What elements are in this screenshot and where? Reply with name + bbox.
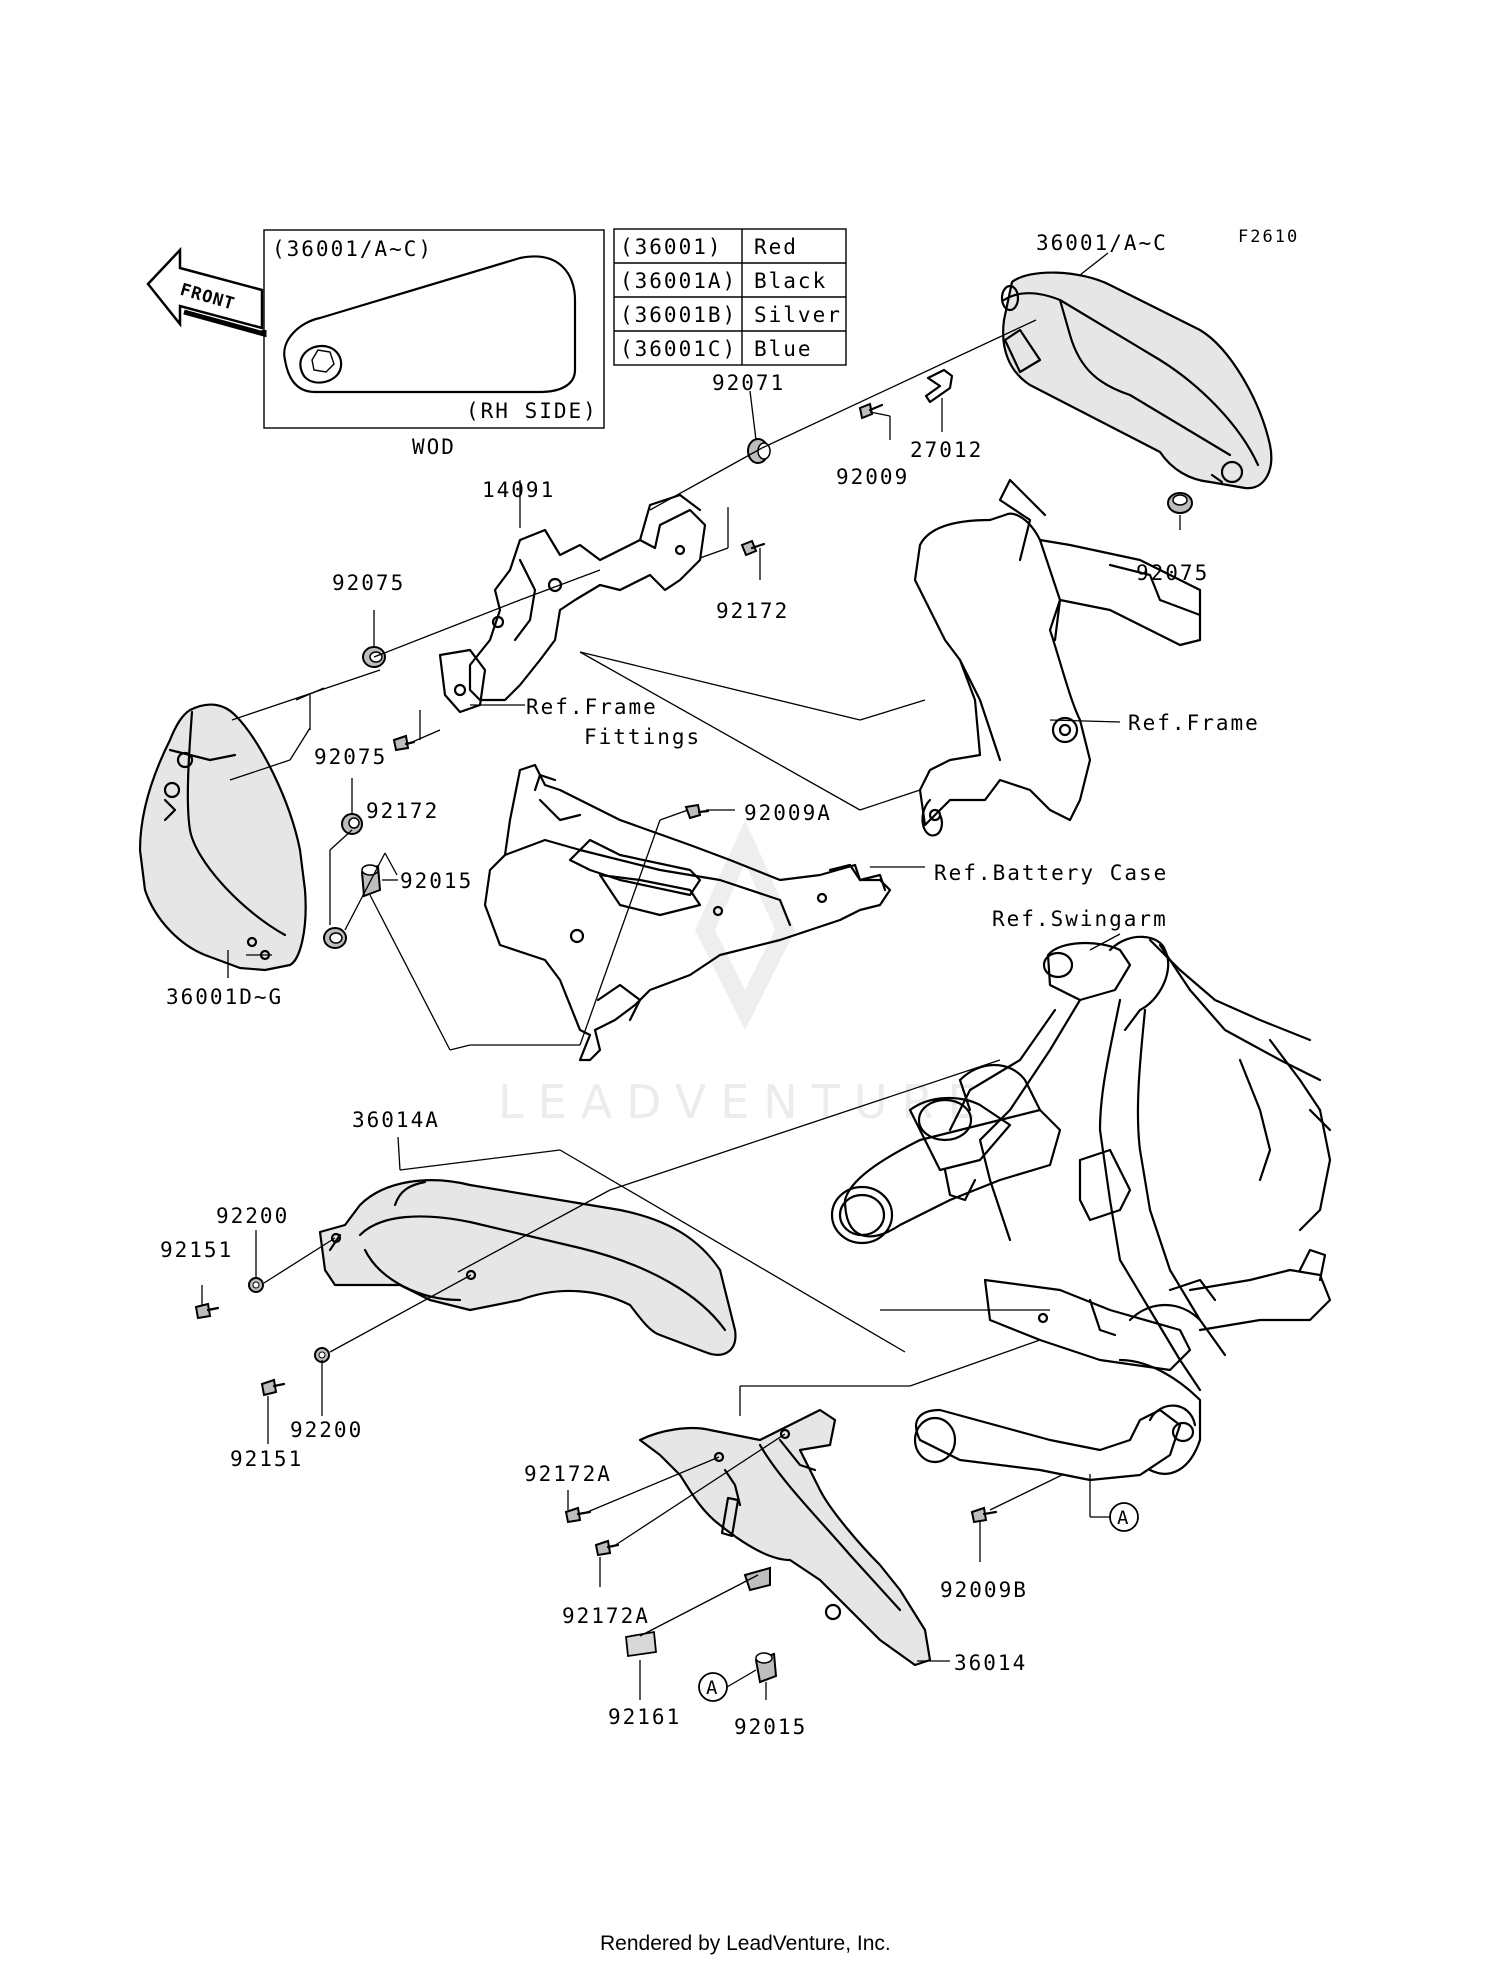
part-label-36001-ac: 36001/A~C [1036,231,1168,255]
part-label-92151-upper: 92151 [160,1238,233,1262]
part-label-92075-right: 92075 [1136,561,1209,585]
inset-caption: WOD [412,435,456,459]
color-table-color: Blue [754,337,813,361]
color-table-part: (36001B) [620,303,737,327]
bolt-92172-upper-icon [740,539,766,557]
part-label-36001-dg: 36001D~G [166,985,283,1009]
part-label-92009: 92009 [836,465,909,489]
bolt-92172a-upper-icon [564,1506,592,1524]
ref-label-battery-case: Ref.Battery Case [934,861,1168,885]
color-table-color: Black [754,269,827,293]
watermark: LEADVENTURE [498,820,991,1129]
part-label-92071: 92071 [712,371,785,395]
grommet-92071-icon [747,438,771,464]
ref-label-swingarm: Ref.Swingarm [992,907,1168,931]
part-label-92200-upper: 92200 [216,1204,289,1228]
part-label-92172a-upper: 92172A [524,1462,612,1486]
bolt-92151-lower-icon [260,1378,286,1397]
front-arrow-icon: FRONT [146,246,267,338]
color-table-part: (36001) [620,235,723,259]
wod-inset: (36001/A~C) (RH SIDE) [263,229,605,429]
grommet-92075-mid-icon [341,813,363,835]
part-label-92200-lower: 92200 [290,1418,363,1442]
screw-92009a-icon [684,803,710,820]
leader-lines [201,252,1181,1700]
color-table-color: Silver [754,303,842,327]
part-labels: 36001/A~C 92071 27012 92009 92075 14091 … [160,231,1209,1739]
inset-side-note: (RH SIDE) [466,399,598,423]
figure-code: F2610 [1238,227,1299,247]
side-cover-right-drawing [1000,271,1273,490]
watermark-text: LEADVENTURE [498,1075,991,1129]
callout-a-left: A [698,1672,728,1702]
screw-92009-icon [858,402,884,420]
part-label-92009a: 92009A [744,801,832,825]
color-table-part: (36001A) [620,269,737,293]
chain-guard-36014-drawing [638,1408,932,1667]
side-cover-left-drawing [138,703,307,972]
collar-92015-lower-icon [754,1652,778,1684]
svg-text:A: A [1117,1507,1129,1529]
grommet-left-cover-icon [323,927,347,949]
grommet-92075-right-icon [1167,492,1193,514]
part-label-14091: 14091 [482,478,555,502]
bolt-92009b-icon [970,1506,998,1524]
part-label-92172-upper: 92172 [716,599,789,623]
color-table-color: Red [754,235,798,259]
frame-reference-drawing [913,478,1202,837]
callout-a-right: A [1109,1502,1139,1532]
ref-label-frame-fittings-line2: Fittings [584,725,701,749]
part-label-92009b: 92009B [940,1578,1028,1602]
bolt-92151-upper-icon [194,1302,220,1320]
part-label-36014a: 36014A [352,1108,440,1132]
part-label-27012: 27012 [910,438,983,462]
part-label-92015-lower: 92015 [734,1715,807,1739]
footer-credit: Rendered by LeadVenture, Inc. [600,1932,891,1955]
reference-labels: Ref.Frame Fittings Ref.Frame Ref.Battery… [526,695,1260,931]
chain-cover-36014a-drawing [318,1179,737,1356]
part-label-92172-lower: 92172 [366,799,439,823]
part-label-36014: 36014 [954,1651,1027,1675]
color-table-part: (36001C) [620,337,737,361]
clip-27012-icon [924,368,954,404]
part-label-92075-left: 92075 [332,571,405,595]
battery-case-drawing [483,763,892,1062]
part-label-92075-mid: 92075 [314,745,387,769]
bolt-92172a-lower-icon [594,1539,620,1557]
svg-text:A: A [706,1677,718,1699]
ref-label-frame: Ref.Frame [1128,711,1260,735]
inset-title: (36001/A~C) [272,237,433,261]
frame-fittings-drawing [438,493,707,714]
part-label-92015-upper: 92015 [400,869,473,893]
color-table: (36001) Red (36001A) Black (36001B) Silv… [613,228,847,366]
washer-92200-lower-icon [314,1347,330,1363]
part-label-92151-lower: 92151 [230,1447,303,1471]
washer-92200-upper-icon [248,1277,264,1293]
part-label-92161: 92161 [608,1705,681,1729]
swingarm-reference-drawing [830,935,1332,1482]
ref-label-frame-fittings-line1: Ref.Frame [526,695,658,719]
part-label-92172a-lower: 92172A [562,1604,650,1628]
